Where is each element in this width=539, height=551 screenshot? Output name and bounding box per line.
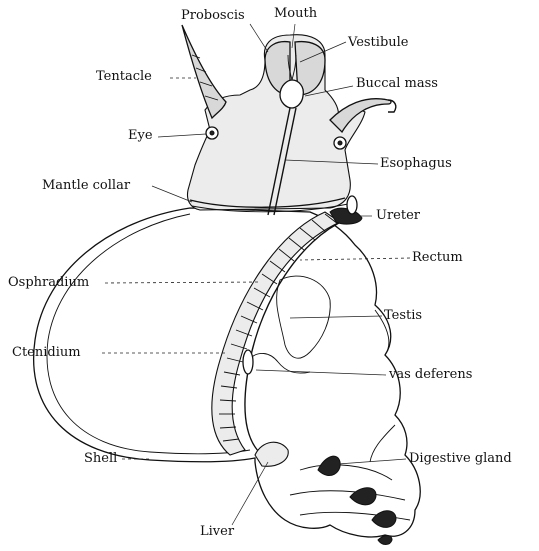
label-osphradium: Osphradium [8, 275, 89, 291]
buccal-mass [280, 80, 303, 108]
leader-proboscis [250, 24, 268, 52]
label-tentacle: Tentacle [96, 69, 152, 85]
label-esophagus: Esophagus [380, 156, 452, 172]
label-liver: Liver [200, 524, 234, 540]
label-rectum: Rectum [412, 250, 463, 266]
label-buccal-mass: Buccal mass [356, 76, 438, 92]
ureter-opening [347, 196, 357, 214]
label-ctenidium: Ctenidium [12, 345, 81, 361]
eye-left-pupil [210, 131, 214, 135]
label-ureter: Ureter [376, 208, 420, 224]
label-mantle-collar: Mantle collar [42, 178, 130, 194]
label-mouth: Mouth [274, 6, 317, 22]
leader-eye [158, 134, 206, 137]
eye-right-pupil [338, 141, 342, 145]
label-shell: Shell [84, 451, 117, 467]
label-vas-deferens: vas deferens [389, 367, 472, 383]
label-eye: Eye [128, 128, 153, 144]
label-testis: Testis [384, 308, 422, 324]
label-vestibule: Vestibule [348, 35, 409, 51]
leader-liver [232, 462, 268, 525]
leader-mantle-collar [152, 186, 192, 202]
vas-deferens-gland [243, 350, 253, 374]
label-digestive-gland: Digestive gland [409, 451, 512, 467]
label-proboscis: Proboscis [181, 8, 245, 24]
